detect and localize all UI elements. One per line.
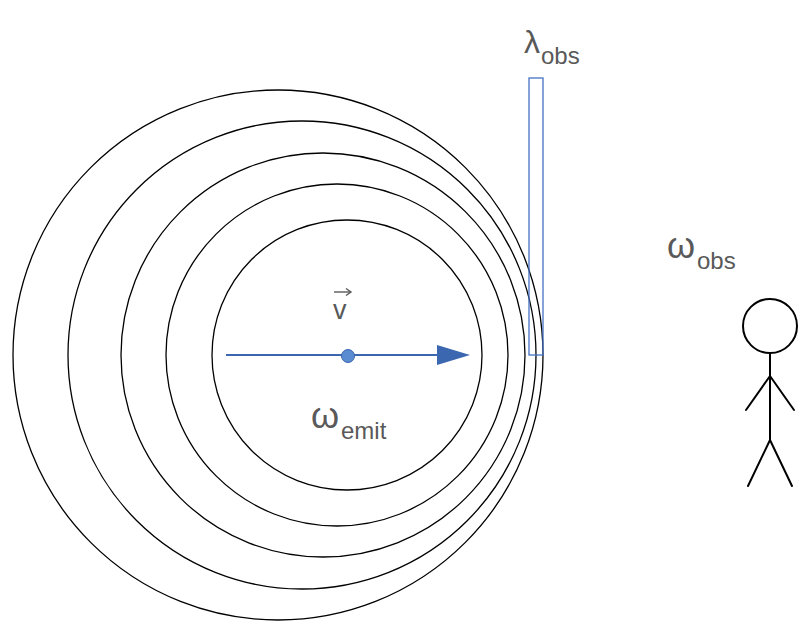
wavefront-circle: [166, 184, 508, 526]
frequency-symbol: ω: [311, 398, 339, 434]
vector-accent: [334, 291, 350, 292]
velocity-arrowhead: [437, 345, 470, 365]
observer-leg: [748, 440, 770, 486]
wavefront-circle: [121, 153, 525, 557]
velocity-symbol: v: [333, 297, 347, 324]
vector-accent-head: [346, 289, 351, 296]
subscript: emit: [341, 419, 386, 443]
observer-arm: [746, 376, 770, 410]
wavefront-circle: [212, 220, 482, 490]
wavelength-marker: [529, 78, 543, 355]
wavelength-symbol: λ: [524, 26, 540, 58]
wavefront-circle: [68, 121, 536, 589]
subscript: obs: [697, 249, 736, 273]
observer-leg: [770, 440, 792, 486]
velocity-arrow: [226, 354, 440, 356]
wavefront-circle: [13, 90, 543, 620]
observer-head: [743, 299, 797, 353]
source-dot: [342, 350, 355, 363]
frequency-symbol: ω: [667, 228, 695, 264]
observer-body: [769, 353, 771, 440]
subscript: obs: [541, 44, 580, 68]
observer-arm: [770, 376, 794, 410]
